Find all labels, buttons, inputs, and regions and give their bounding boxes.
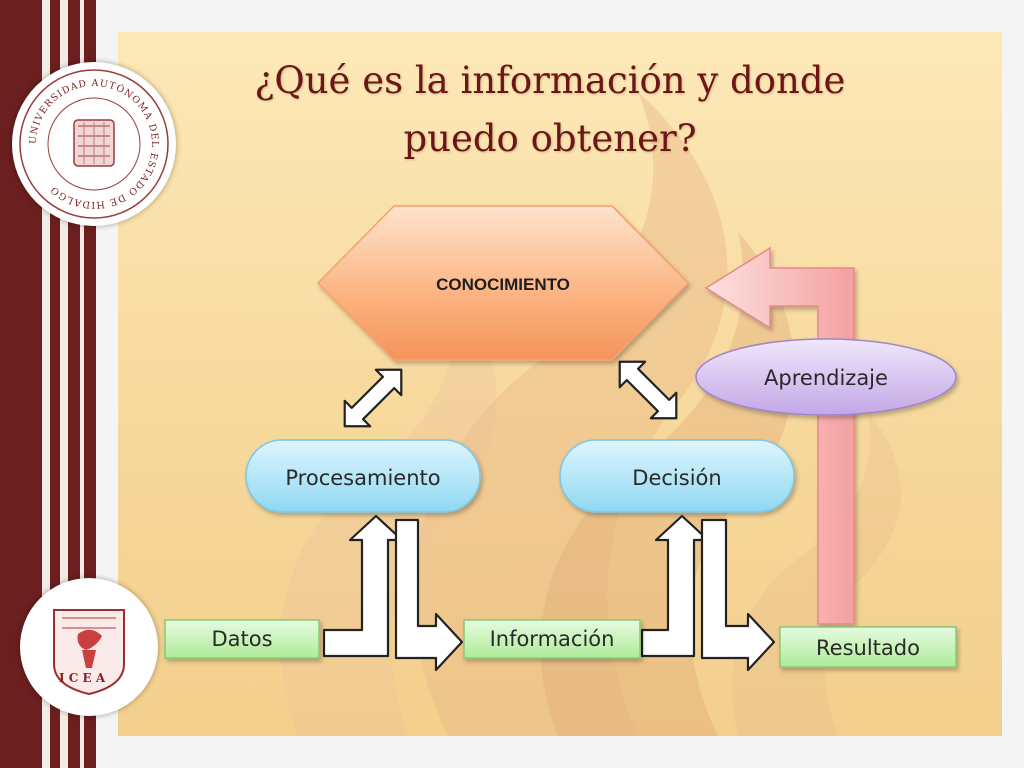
- procesamiento-label: Procesamiento: [285, 466, 440, 490]
- node-procesamiento: Procesamiento: [245, 439, 481, 513]
- return-arrow-icon: [704, 246, 855, 625]
- title-line-2: puedo obtener?: [403, 117, 697, 160]
- node-resultado: Resultado: [779, 626, 957, 668]
- frame-band-light: [60, 0, 68, 768]
- node-conocimiento: CONOCIMIENTO: [316, 205, 690, 361]
- conocimiento-label: CONOCIMIENTO: [436, 275, 570, 294]
- title-line-1: ¿Qué es la información y donde: [254, 59, 846, 102]
- double-arrow-icon: [343, 368, 403, 428]
- frame-band-light: [80, 0, 84, 768]
- slide-title: ¿Qué es la información y donde puedo obt…: [190, 52, 910, 168]
- informacion-label: Información: [490, 627, 615, 651]
- double-arrow-icon: [618, 360, 678, 420]
- datos-label: Datos: [211, 627, 272, 651]
- seal-icea-icon: I C E A: [20, 578, 158, 716]
- seal-uaeh-icon: UNIVERSIDAD AUTÓNOMA DEL ESTADO DE HIDAL…: [12, 62, 176, 226]
- resultado-label: Resultado: [816, 636, 920, 660]
- frame-band-dark: [50, 0, 60, 768]
- node-datos: Datos: [164, 619, 320, 659]
- node-decision: Decisión: [559, 439, 795, 513]
- node-aprendizaje: Aprendizaje: [695, 338, 957, 416]
- aprendizaje-label: Aprendizaje: [764, 366, 888, 390]
- node-informacion: Información: [463, 619, 641, 659]
- seal-letters: I C E A: [59, 671, 106, 685]
- decision-label: Decisión: [632, 466, 721, 490]
- frame-band-light: [42, 0, 50, 768]
- elbow-arrow-icon: [394, 518, 464, 672]
- elbow-arrow-icon: [640, 514, 710, 658]
- elbow-arrow-icon: [322, 514, 404, 658]
- elbow-arrow-icon: [700, 518, 776, 672]
